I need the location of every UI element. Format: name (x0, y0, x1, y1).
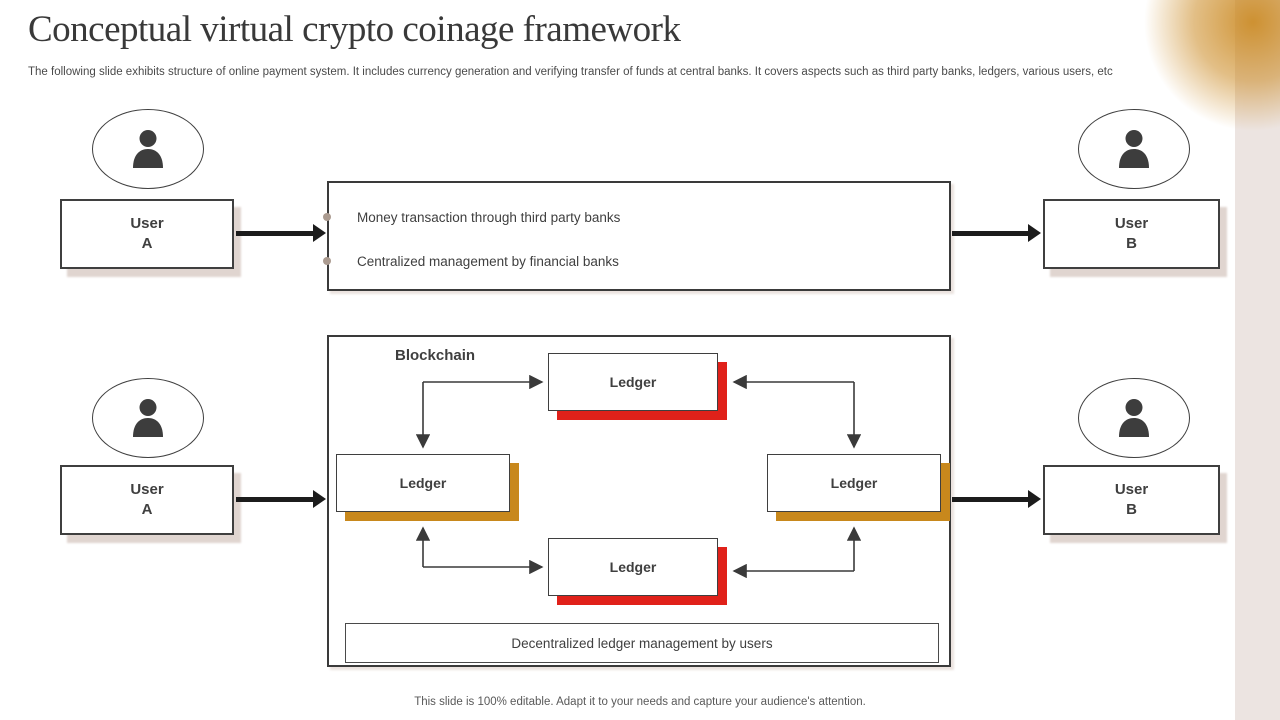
bottom-user-a-box: User A (60, 465, 234, 535)
ledger-node-right: Ledger (767, 454, 941, 512)
user-letter: A (141, 235, 153, 252)
flow-arrow-top-left (236, 224, 326, 242)
ledger-node-top: Ledger (548, 353, 718, 411)
slide-footer-note: This slide is 100% editable. Adapt it to… (414, 696, 866, 708)
bottom-user-b-box: User B (1043, 465, 1220, 535)
person-icon (133, 130, 163, 168)
bottom-user-a-avatar (92, 378, 204, 458)
bullet-text: Centralized management by financial bank… (357, 253, 619, 269)
ledger-node-bottom: Ledger (548, 538, 718, 596)
user-letter: B (1126, 235, 1137, 252)
user-label: User (1114, 214, 1149, 232)
bullet-item: Centralized management by financial bank… (323, 251, 949, 271)
blockchain-label: Blockchain (395, 347, 476, 364)
person-icon (1119, 130, 1149, 168)
top-user-a-avatar (92, 109, 204, 189)
flow-arrow-bottom-right (952, 490, 1041, 508)
person-icon (1119, 399, 1149, 437)
decentralized-caption-box: Decentralized ledger management by users (345, 623, 939, 663)
bullet-text: Money transaction through third party ba… (357, 209, 621, 225)
person-icon (133, 399, 163, 437)
flow-arrow-bottom-left (236, 490, 326, 508)
top-user-a-box: User A (60, 199, 234, 269)
top-user-b-avatar (1078, 109, 1190, 189)
flow-arrow-top-right (952, 224, 1041, 242)
blockchain-container: Blockchain Ledger Ledger Ledger Ledger (327, 335, 951, 667)
slide-description: The following slide exhibits structure o… (28, 66, 1113, 78)
user-label: User (1114, 480, 1149, 498)
top-user-b-box: User B (1043, 199, 1220, 269)
ledger-connector-arrows (415, 374, 862, 579)
user-letter: A (141, 501, 153, 518)
bullet-item: Money transaction through third party ba… (323, 207, 949, 227)
user-letter: B (1126, 501, 1137, 518)
bullet-dot (323, 213, 331, 221)
user-label: User (130, 214, 164, 232)
user-label: User (130, 480, 164, 498)
bottom-user-b-avatar (1078, 378, 1190, 458)
ledger-node-left: Ledger (336, 454, 510, 512)
bank-transaction-box: Money transaction through third party ba… (323, 181, 951, 291)
bullet-dot (323, 257, 331, 265)
page-title: Conceptual virtual crypto coinage framew… (28, 9, 681, 50)
